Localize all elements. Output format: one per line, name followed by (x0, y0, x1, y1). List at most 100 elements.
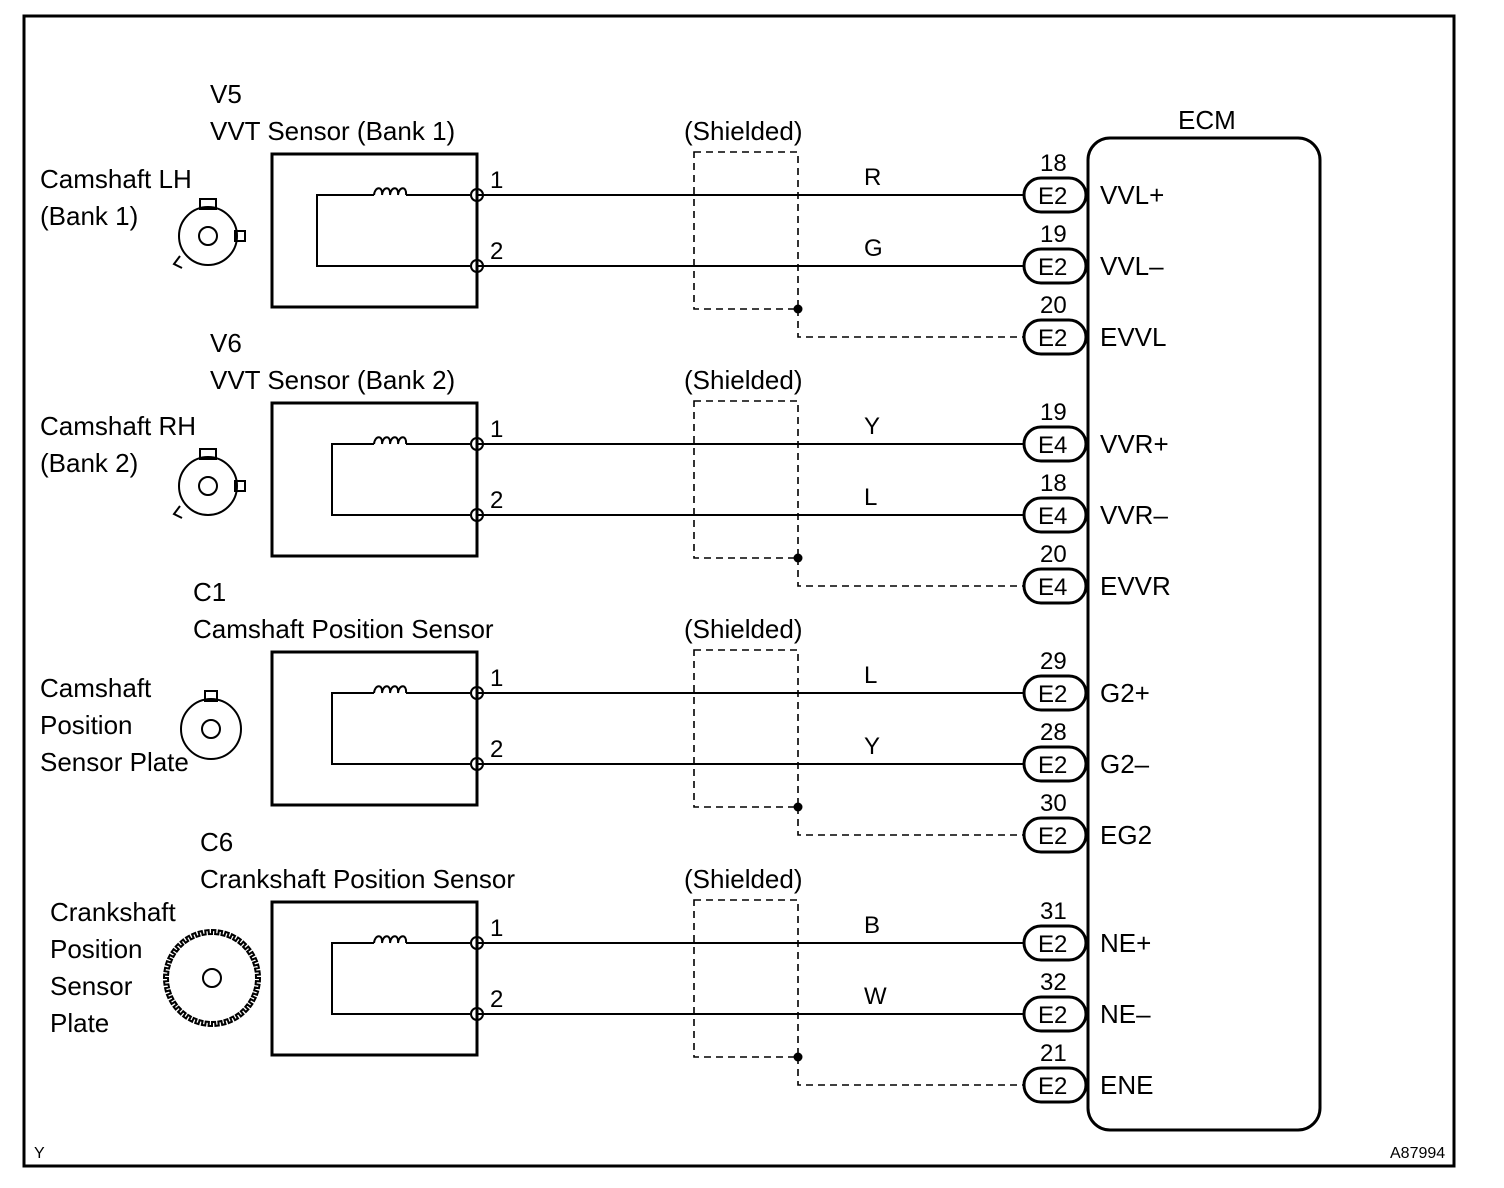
coil-icon (373, 935, 408, 944)
pin-terminal (470, 508, 484, 522)
ecm-signal-name: VVL– (1100, 251, 1164, 281)
wire-color: Y (864, 733, 880, 760)
shield-box (693, 400, 799, 559)
ecm-signal-name: ENE (1100, 1070, 1153, 1100)
ecm-connector-terminal (1022, 247, 1088, 285)
sensed-part-label: Plate (50, 1008, 109, 1038)
sensed-part-label: Camshaft LH (40, 164, 192, 194)
connector-code: E2 (1038, 752, 1067, 779)
pin-terminal (470, 259, 484, 273)
ecm-signal-name: G2+ (1100, 678, 1150, 708)
pin-number: 1 (490, 167, 503, 194)
connector-code: E4 (1038, 432, 1067, 459)
terminal-number: 32 (1040, 969, 1067, 996)
ecm-signal-name: VVR+ (1100, 429, 1169, 459)
ecm-connector-terminal (1022, 816, 1088, 854)
diagram-border (22, 14, 1456, 1168)
connector-code: E2 (1038, 931, 1067, 958)
ecm-box (1086, 136, 1322, 1132)
terminal-number: 19 (1040, 399, 1067, 426)
sensed-part-label: (Bank 2) (40, 448, 138, 478)
connector-code: E2 (1038, 1073, 1067, 1100)
ecm-connector-terminal (1022, 567, 1088, 605)
sensed-part-label: (Bank 1) (40, 201, 138, 231)
sensor-plate-icon (180, 690, 242, 760)
pin-number: 2 (490, 238, 503, 265)
pin-number: 1 (490, 416, 503, 443)
pin-terminal (470, 437, 484, 451)
wire-color: W (864, 983, 887, 1010)
figure-id: A87994 (1390, 1145, 1445, 1162)
wire-color: L (864, 662, 877, 689)
shield-label: (Shielded) (684, 365, 803, 395)
pin-number: 1 (490, 665, 503, 692)
connector-code: E2 (1038, 325, 1067, 352)
terminal-number: 21 (1040, 1040, 1067, 1067)
terminal-number: 19 (1040, 221, 1067, 248)
sensor-name: VVT Sensor (Bank 1) (210, 116, 455, 146)
ecm-signal-name: G2– (1100, 749, 1150, 779)
pin-terminal (470, 757, 484, 771)
terminal-number: 18 (1040, 470, 1067, 497)
shield-box (693, 649, 799, 808)
coil-icon (373, 187, 408, 196)
connector-code: E2 (1038, 681, 1067, 708)
ecm-connector-terminal (1022, 425, 1088, 463)
ecm-signal-name: VVR– (1100, 500, 1168, 530)
wire-color: L (864, 484, 877, 511)
sensor-name: Crankshaft Position Sensor (200, 864, 515, 894)
connector-code: E2 (1038, 254, 1067, 281)
pin-number: 1 (490, 915, 503, 942)
sensor-name: Camshaft Position Sensor (193, 614, 494, 644)
shield-label: (Shielded) (684, 864, 803, 894)
footer-left-code: Y (34, 1145, 45, 1162)
shield-box (693, 899, 799, 1058)
terminal-number: 20 (1040, 541, 1067, 568)
sensed-part-label: Camshaft (40, 673, 152, 703)
sensed-part-label: Crankshaft (50, 897, 176, 927)
ecm-connector-terminal (1022, 1066, 1088, 1104)
pin-number: 2 (490, 487, 503, 514)
ecm-signal-name: NE+ (1100, 928, 1151, 958)
terminal-number: 18 (1040, 150, 1067, 177)
wire-color: B (864, 912, 880, 939)
coil-icon (373, 436, 408, 445)
ecm-connector-terminal (1022, 674, 1088, 712)
terminal-number: 29 (1040, 648, 1067, 675)
connector-code: E4 (1038, 503, 1067, 530)
sensor-box (270, 401, 479, 558)
camshaft-timing-rotor-icon (172, 448, 246, 519)
wire-color: Y (864, 413, 880, 440)
connector-code: E2 (1038, 823, 1067, 850)
pin-number: 2 (490, 736, 503, 763)
ecm-connector-terminal (1022, 496, 1088, 534)
connector-code: E2 (1038, 183, 1067, 210)
sensor-code: V6 (210, 328, 242, 358)
ecm-signal-name: VVL+ (1100, 180, 1164, 210)
terminal-number: 28 (1040, 719, 1067, 746)
wire-color: G (864, 235, 883, 262)
coil-icon (373, 685, 408, 694)
ecm-connector-terminal (1022, 176, 1088, 214)
sensed-part-label: Position (40, 710, 133, 740)
sensor-code: C1 (193, 577, 226, 607)
shield-box (693, 151, 799, 310)
sensed-part-label: Camshaft RH (40, 411, 196, 441)
ecm-connector-terminal (1022, 995, 1088, 1033)
pin-terminal (470, 188, 484, 202)
ecm-connector-terminal (1022, 318, 1088, 356)
pin-terminal (470, 936, 484, 950)
sensed-part-label: Position (50, 934, 143, 964)
ecm-signal-name: EVVR (1100, 571, 1171, 601)
sensor-code: V5 (210, 79, 242, 109)
sensor-name: VVT Sensor (Bank 2) (210, 365, 455, 395)
terminal-number: 20 (1040, 292, 1067, 319)
toothed-gear-plate-icon (162, 928, 262, 1028)
camshaft-timing-rotor-icon (172, 198, 246, 269)
ecm-title: ECM (1178, 105, 1236, 135)
